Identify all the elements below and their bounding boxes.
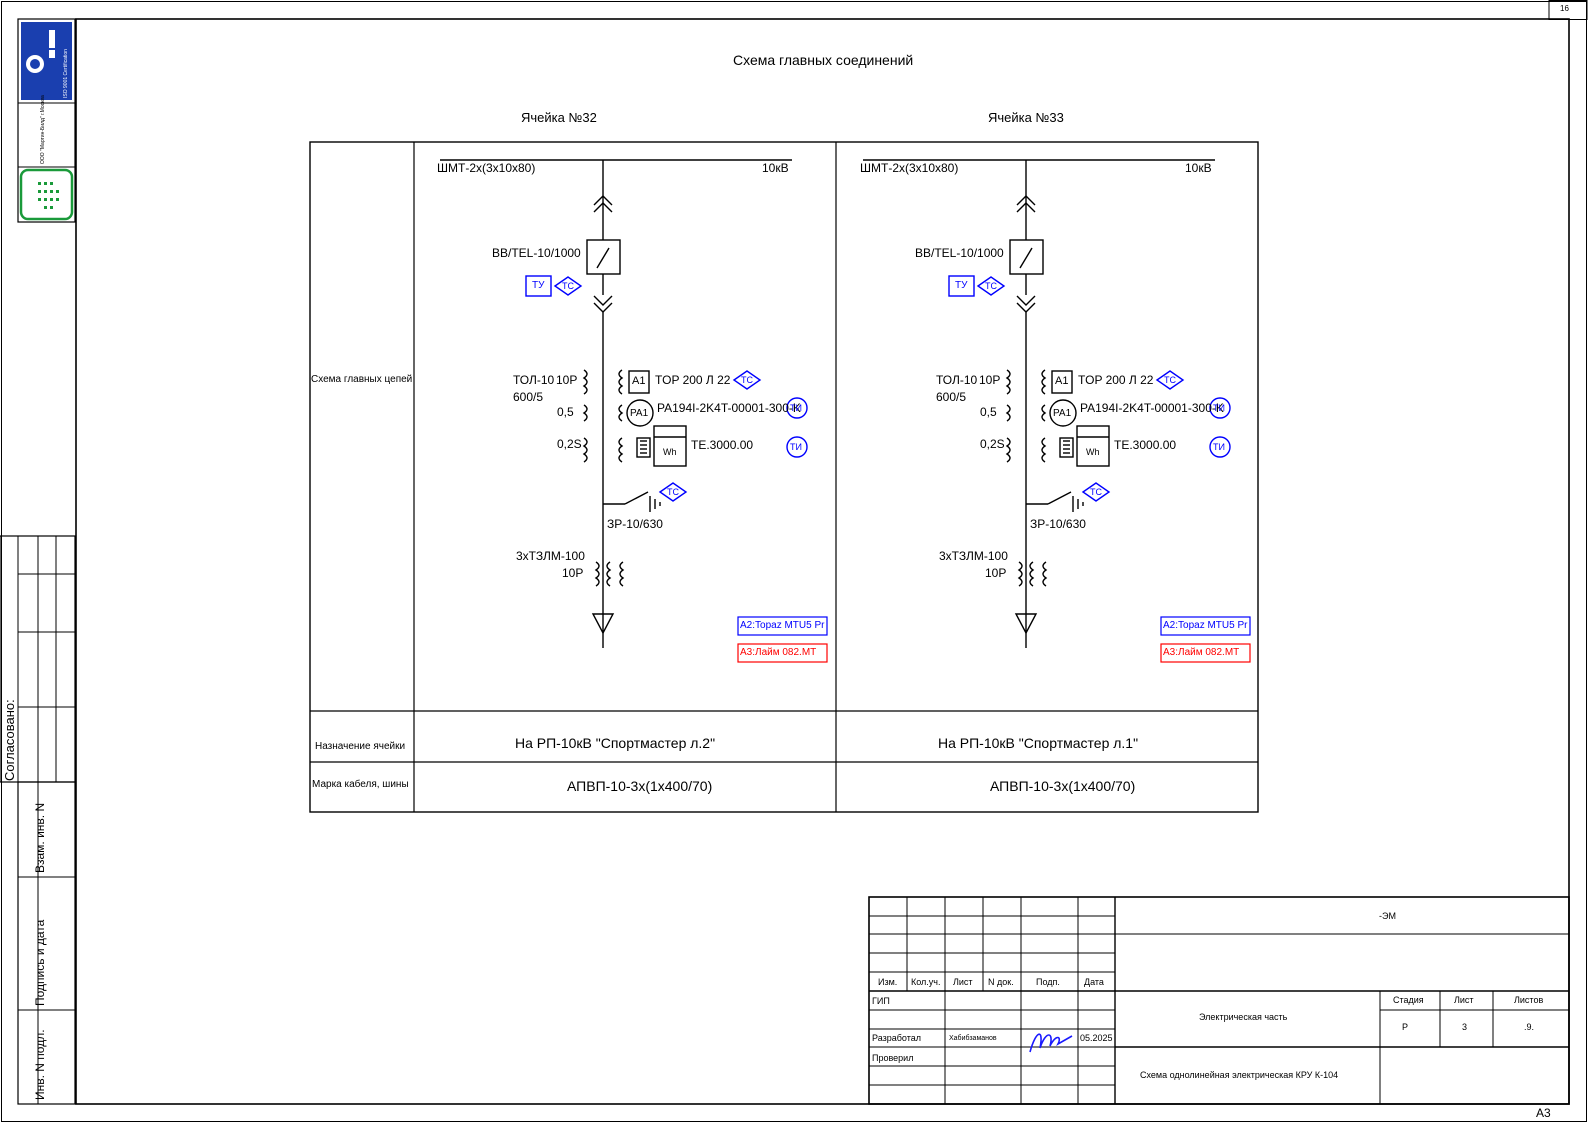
checked-label: Проверил: [872, 1053, 914, 1063]
earth-switch-label: ЗР-10/630: [607, 517, 663, 531]
header-kolvo: Кол.уч.: [911, 977, 941, 987]
a3-tag: A3:Лайм 082.МТ: [740, 647, 817, 658]
header-podp: Подп.: [1036, 977, 1060, 987]
developed-label: Разработал: [872, 1033, 921, 1043]
voltage-label: 10кВ: [762, 161, 789, 175]
header-ndok: N док.: [988, 977, 1014, 987]
relay-label: TOP 200 Л 22: [655, 373, 731, 387]
drawing-name: Схема однолинейная электрическая КРУ К-1…: [1140, 1070, 1339, 1080]
company-name: ООО "Мартин-Билд" г.Москва: [40, 95, 46, 164]
zct-class: 10Р: [562, 566, 584, 580]
ct-type: ТОЛ-10: [936, 373, 978, 387]
header-list: Лист: [953, 977, 973, 987]
ammeter-label: PA1: [1053, 408, 1072, 419]
format-label: A3: [1536, 1106, 1551, 1120]
ct-class-05: 0,5: [557, 405, 574, 419]
relay-box: A1: [1055, 375, 1069, 387]
zct-label: 3хТЗЛМ-100: [516, 549, 585, 563]
breaker-label: ВВ/TEL-10/1000: [492, 246, 581, 260]
signature-image: [1029, 1033, 1073, 1053]
ti-tag-2: ТИ: [790, 442, 802, 452]
header-izm: Изм.: [878, 977, 898, 987]
cell-32-schematic: [440, 159, 792, 648]
sign-date: 05.2025: [1080, 1033, 1113, 1043]
tu-tag: ТУ: [532, 280, 545, 291]
developer-name: Хабибзаманов: [949, 1035, 997, 1042]
company-logo: [21, 22, 72, 100]
row-label-scheme: Схема главных цепей: [311, 374, 413, 385]
tc-tag: ТС: [985, 281, 997, 291]
voltage-label: 10кВ: [1185, 161, 1212, 175]
tc-tag-earth: ТС: [1090, 487, 1102, 497]
ct-type: ТОЛ-10: [513, 373, 555, 387]
zct-label: 3хТЗЛМ-100: [939, 549, 1008, 563]
certificate-logo: [19, 168, 74, 221]
cell-32-tags: [525, 275, 828, 636]
busbar-label: ШМТ-2х(3х10х80): [860, 161, 959, 175]
tc-tag-earth: ТС: [667, 487, 679, 497]
tc-tag-relay: ТС: [741, 375, 753, 385]
sign-date-label: Подпись и дата: [33, 919, 47, 1006]
cell-purpose: На РП-10кВ "Спортмастер л.2": [515, 735, 716, 751]
sheet-value: 3: [1462, 1022, 1468, 1032]
sheet-tag: 16: [1560, 4, 1569, 13]
cell-title: Ячейка №33: [988, 110, 1064, 125]
stage-label: Стадия: [1393, 995, 1424, 1005]
busbar-label: ШМТ-2х(3х10х80): [437, 161, 536, 175]
a3-tag: A3:Лайм 082.МТ: [1163, 647, 1240, 658]
ct-class-10p: 10Р: [556, 373, 578, 387]
ct-ratio: 600/5: [513, 390, 544, 404]
cell-purpose: На РП-10кВ "Спортмастер л.1": [938, 735, 1139, 751]
page-title: Схема главных соединений: [733, 52, 914, 68]
agreed-label: Согласовано:: [2, 699, 17, 781]
ct-class-02s: 0,2S: [557, 437, 582, 451]
cell-title: Ячейка №32: [521, 110, 597, 125]
earth-switch-label: ЗР-10/630: [1030, 517, 1086, 531]
sheets-value: .9.: [1524, 1022, 1535, 1032]
zct-class: 10Р: [985, 566, 1007, 580]
ct-class-05: 0,5: [980, 405, 997, 419]
ammeter-label: PA1: [630, 408, 649, 419]
ct-ratio: 600/5: [936, 390, 967, 404]
a2-tag: A2:Topaz MTU5 Pr: [740, 620, 825, 631]
tu-tag: ТУ: [955, 280, 968, 291]
ti-tag-2: ТИ: [1213, 442, 1225, 452]
breaker-label: ВВ/TEL-10/1000: [915, 246, 1004, 260]
tc-tag: ТС: [562, 281, 574, 291]
gip-label: ГИП: [872, 996, 890, 1006]
cell-cable: АПВП-10-3х(1х400/70): [567, 778, 713, 794]
cell-33-schematic: [863, 159, 1215, 648]
tc-tag-relay: ТС: [1164, 375, 1176, 385]
cell-33-tags: [948, 275, 1251, 636]
header-data: Дата: [1084, 977, 1104, 987]
counter-label: TE.3000.00: [691, 438, 754, 452]
counter-label: TE.3000.00: [1114, 438, 1177, 452]
relay-box: A1: [632, 375, 646, 387]
ti-tag-1: ТИ: [790, 403, 802, 413]
cell-cable: АПВП-10-3х(1х400/70): [990, 778, 1136, 794]
sheet-label: Лист: [1454, 995, 1474, 1005]
inv-podl-label: Инв. N подл.: [33, 1029, 47, 1100]
relay-label: TOP 200 Л 22: [1078, 373, 1154, 387]
row-label-purpose: Назначение ячейки: [315, 741, 406, 752]
a2-tag: A2:Topaz MTU5 Pr: [1163, 620, 1248, 631]
row-label-cable: Марка кабеля, шины: [312, 779, 409, 790]
meter-model: PA194I-2K4T-00001-300-K: [1080, 401, 1224, 415]
ti-tag-1: ТИ: [1213, 403, 1225, 413]
part-name: Электрическая часть: [1199, 1012, 1288, 1022]
stage-value: Р: [1402, 1022, 1409, 1032]
meter-model: PA194I-2K4T-00001-300-K: [657, 401, 801, 415]
ct-class-02s: 0,2S: [980, 437, 1005, 451]
inv-vzam-label: Взам. инв. N: [33, 802, 47, 873]
wh-label: Wh: [1086, 447, 1100, 457]
stamp-code: -ЭМ: [1379, 911, 1396, 921]
wh-label: Wh: [663, 447, 677, 457]
sheets-label: Листов: [1514, 995, 1544, 1005]
ct-class-10p: 10Р: [979, 373, 1001, 387]
cert-text: ISO 9001 Certification: [63, 49, 69, 98]
